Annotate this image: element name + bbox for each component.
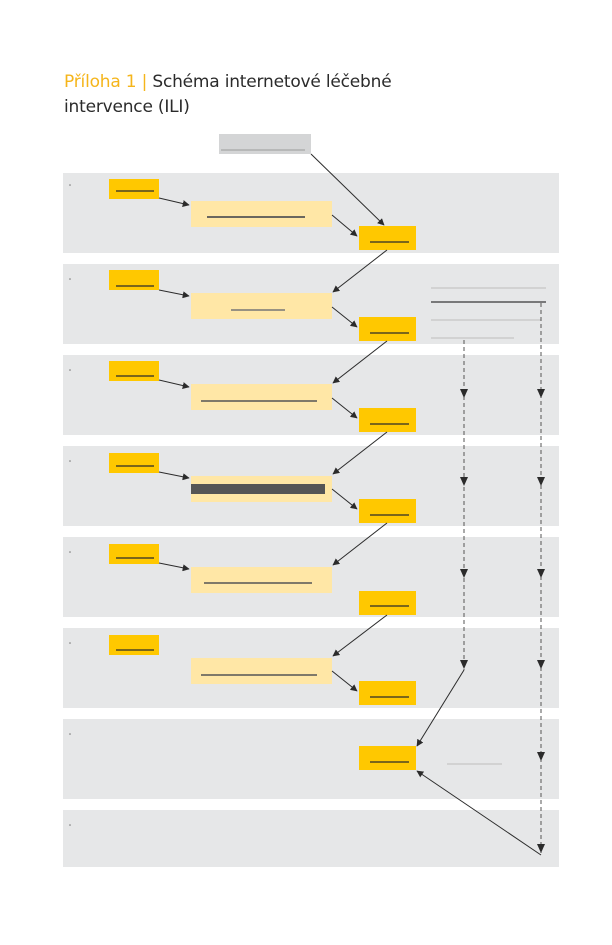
band-7 [63,719,559,799]
band-marker-2 [69,278,71,280]
dashed-arrowhead-left-2 [460,477,468,486]
arrow-row2-label-to-mid [158,289,190,299]
arrow-row6-mid-to-right [331,670,358,692]
arrow-row1-to-row2 [332,249,388,293]
band-marker-7 [69,733,71,735]
title-text: Schéma internetové léčebné intervence (I… [64,72,392,117]
arrow-row2-mid-to-right [331,306,358,328]
arrow-row5-label-to-mid [158,562,190,572]
dashed-arrowhead-right-5 [537,752,545,761]
band-marker-3 [69,369,71,371]
arrow-row4-mid-to-right [331,488,358,510]
band-marker-5 [69,551,71,553]
row6-right-box [359,681,416,705]
title-prefix: Příloha 1 | [64,72,148,92]
row3-label-box [109,361,159,381]
band-marker-4 [69,460,71,462]
row3-mid-box [191,384,332,410]
start-box [219,134,311,154]
arrow-row4-to-row5 [332,522,388,566]
arrow-row3-to-row4 [332,431,388,475]
arrow-row5-to-row6 [332,614,388,657]
arrow-right-branch-to-final [416,770,542,856]
arrow-start-to-row1 [310,153,385,226]
row2-label-box [109,270,159,290]
row6-label-box [109,635,159,655]
row5-label-box [109,544,159,564]
row1-right-box [359,226,416,250]
arrow-row1-label-to-mid [158,197,190,207]
dashed-arrowhead-left-4 [460,660,468,669]
dashed-arrowhead-right-6 [537,844,545,853]
arrow-row3-mid-to-right [331,397,358,419]
dashed-arrowhead-left-1 [460,389,468,398]
arrow-row1-mid-to-right [331,214,358,237]
row1-label-box [109,179,159,199]
arrow-row4-label-to-mid [158,471,190,481]
page-title: Příloha 1 | Schéma internetové léčebné i… [64,70,484,120]
row3-right-box [359,408,416,432]
band-marker-6 [69,642,71,644]
dashed-arrowhead-right-1 [537,389,545,398]
row1-mid-box [191,201,332,227]
dashed-arrowhead-right-3 [537,569,545,578]
row4-mid-dark-bar [191,484,325,494]
row4-right-box [359,499,416,523]
row5-right-box [359,591,416,615]
arrow-row3-label-to-mid [158,379,190,389]
band-8 [63,810,559,867]
row7-final-box [359,746,416,770]
band-marker-1 [69,184,71,186]
row5-mid-box [191,567,332,593]
row6-mid-box [191,658,332,684]
row2-mid-box [191,293,332,319]
band-marker-8 [69,824,71,826]
arrow-row2-to-row3 [332,340,388,384]
row4-label-box [109,453,159,473]
row2-right-box [359,317,416,341]
arrow-left-branch-to-final [416,669,465,747]
dashed-arrowhead-right-4 [537,660,545,669]
dashed-arrowhead-right-2 [537,477,545,486]
dashed-arrowhead-left-3 [460,569,468,578]
